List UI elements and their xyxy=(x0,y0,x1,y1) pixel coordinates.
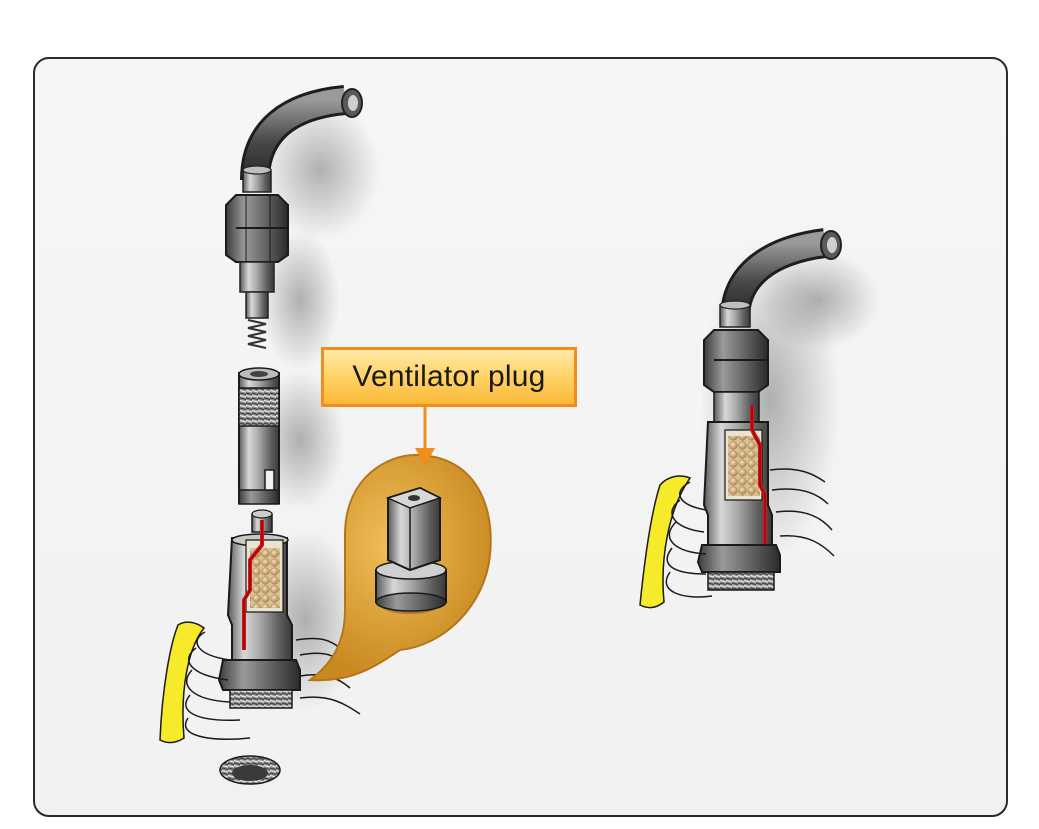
diagram-frame xyxy=(33,57,1008,817)
assembled-assembly xyxy=(639,228,880,609)
ventilator-plug-label: Ventilator plug xyxy=(321,347,577,407)
ventilator-plug-icon xyxy=(375,486,447,614)
exploded-assembly xyxy=(159,85,380,785)
ventilator-plug-magnifier xyxy=(307,453,492,682)
arrow-down-icon xyxy=(415,407,435,466)
